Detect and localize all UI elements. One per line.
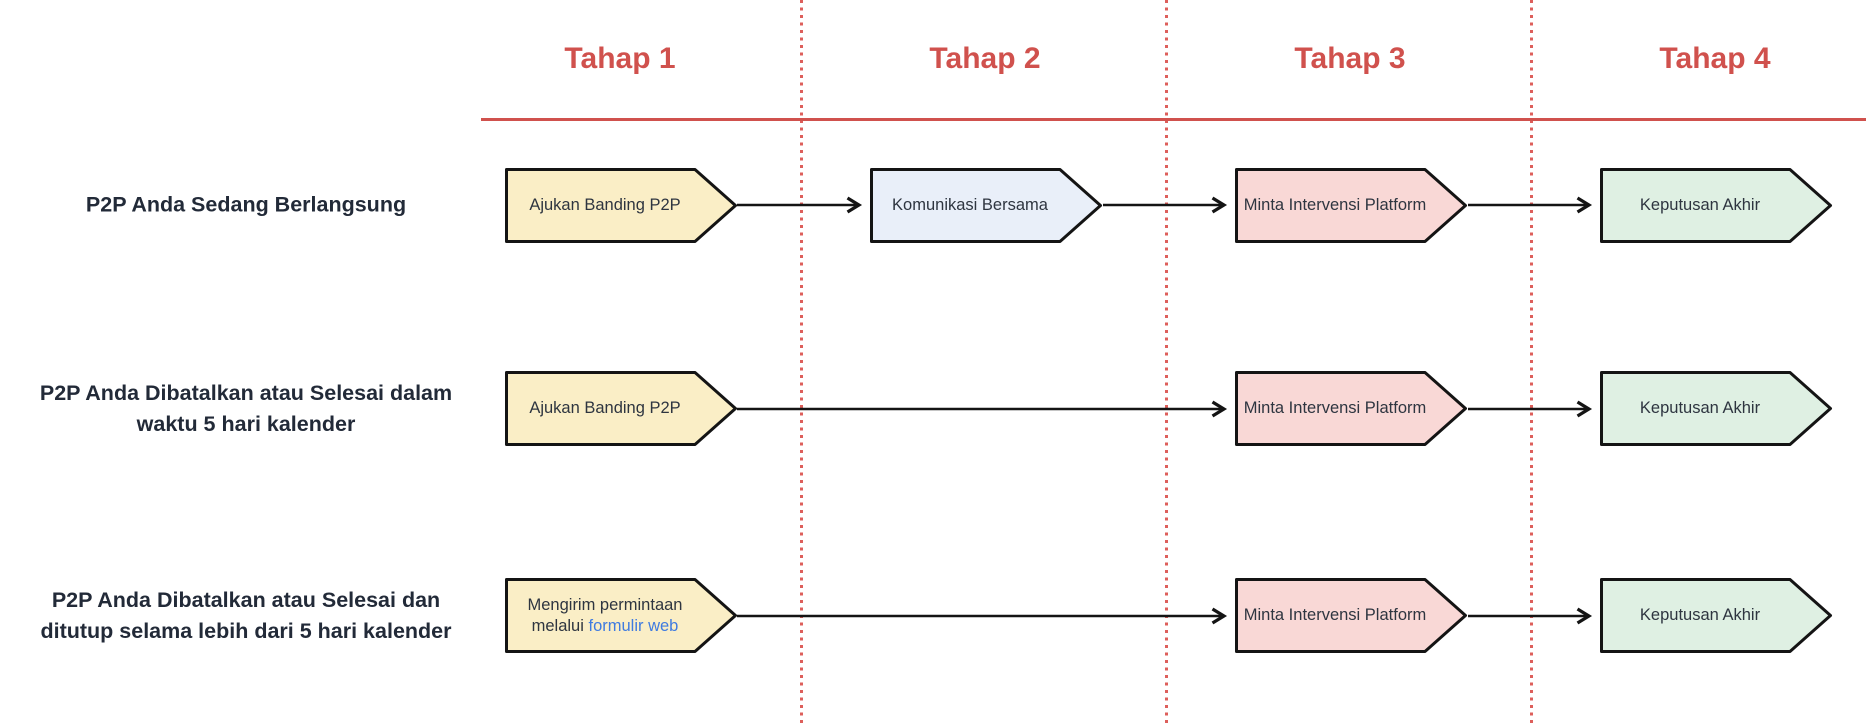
node-minta-intervensi-platform: Minta Intervensi Platform (1235, 371, 1467, 446)
node-label: Minta Intervensi Platform (1243, 606, 1427, 624)
stage-header-tahap-2: Tahap 2 (929, 42, 1041, 75)
stage-separator-line-2 (1165, 0, 1168, 725)
node-minta-intervensi-platform: Minta Intervensi Platform (1235, 578, 1467, 653)
node-label: Mengirim permintaan melalui formulir web (511, 578, 699, 653)
stage-separator-line-1 (800, 0, 803, 725)
node-minta-intervensi-platform: Minta Intervensi Platform (1235, 168, 1467, 243)
row-label-ongoing: P2P Anda Sedang Berlangsung (85, 192, 407, 217)
node-komunikasi-bersama: Komunikasi Bersama (870, 168, 1102, 243)
stage-header-tahap-4: Tahap 4 (1659, 42, 1771, 75)
node-ajukan-banding-p2p: Ajukan Banding P2P (505, 168, 737, 243)
stage-divider-line (481, 118, 1866, 121)
stage-header-tahap-3: Tahap 3 (1294, 42, 1406, 75)
node-label: Minta Intervensi Platform (1243, 399, 1427, 417)
node-label: Keputusan Akhir (1639, 399, 1761, 417)
row-label-over-5-days: P2P Anda Dibatalkan atau Selesai dan dit… (40, 588, 452, 643)
node-label: Komunikasi Bersama (892, 196, 1048, 214)
node-mengirim-permintaan: Mengirim permintaan melalui formulir web (505, 578, 737, 653)
node-label: Ajukan Banding P2P (529, 196, 681, 214)
node-ajukan-banding-p2p: Ajukan Banding P2P (505, 371, 737, 446)
stage-separator-line-3 (1530, 0, 1533, 725)
node-label: Keputusan Akhir (1639, 196, 1761, 214)
node-keputusan-akhir: Keputusan Akhir (1600, 578, 1832, 653)
node-label: Keputusan Akhir (1639, 606, 1761, 624)
stage-header-tahap-1: Tahap 1 (564, 42, 676, 75)
row-label-within-5-days: P2P Anda Dibatalkan atau Selesai dalam w… (39, 381, 453, 436)
node-keputusan-akhir: Keputusan Akhir (1600, 371, 1832, 446)
node-text: Mengirim permintaan melalui (527, 595, 683, 635)
formulir-web-link[interactable]: formulir web (588, 616, 679, 635)
node-label: Ajukan Banding P2P (529, 399, 681, 417)
node-keputusan-akhir: Keputusan Akhir (1600, 168, 1832, 243)
node-label: Minta Intervensi Platform (1243, 196, 1427, 214)
